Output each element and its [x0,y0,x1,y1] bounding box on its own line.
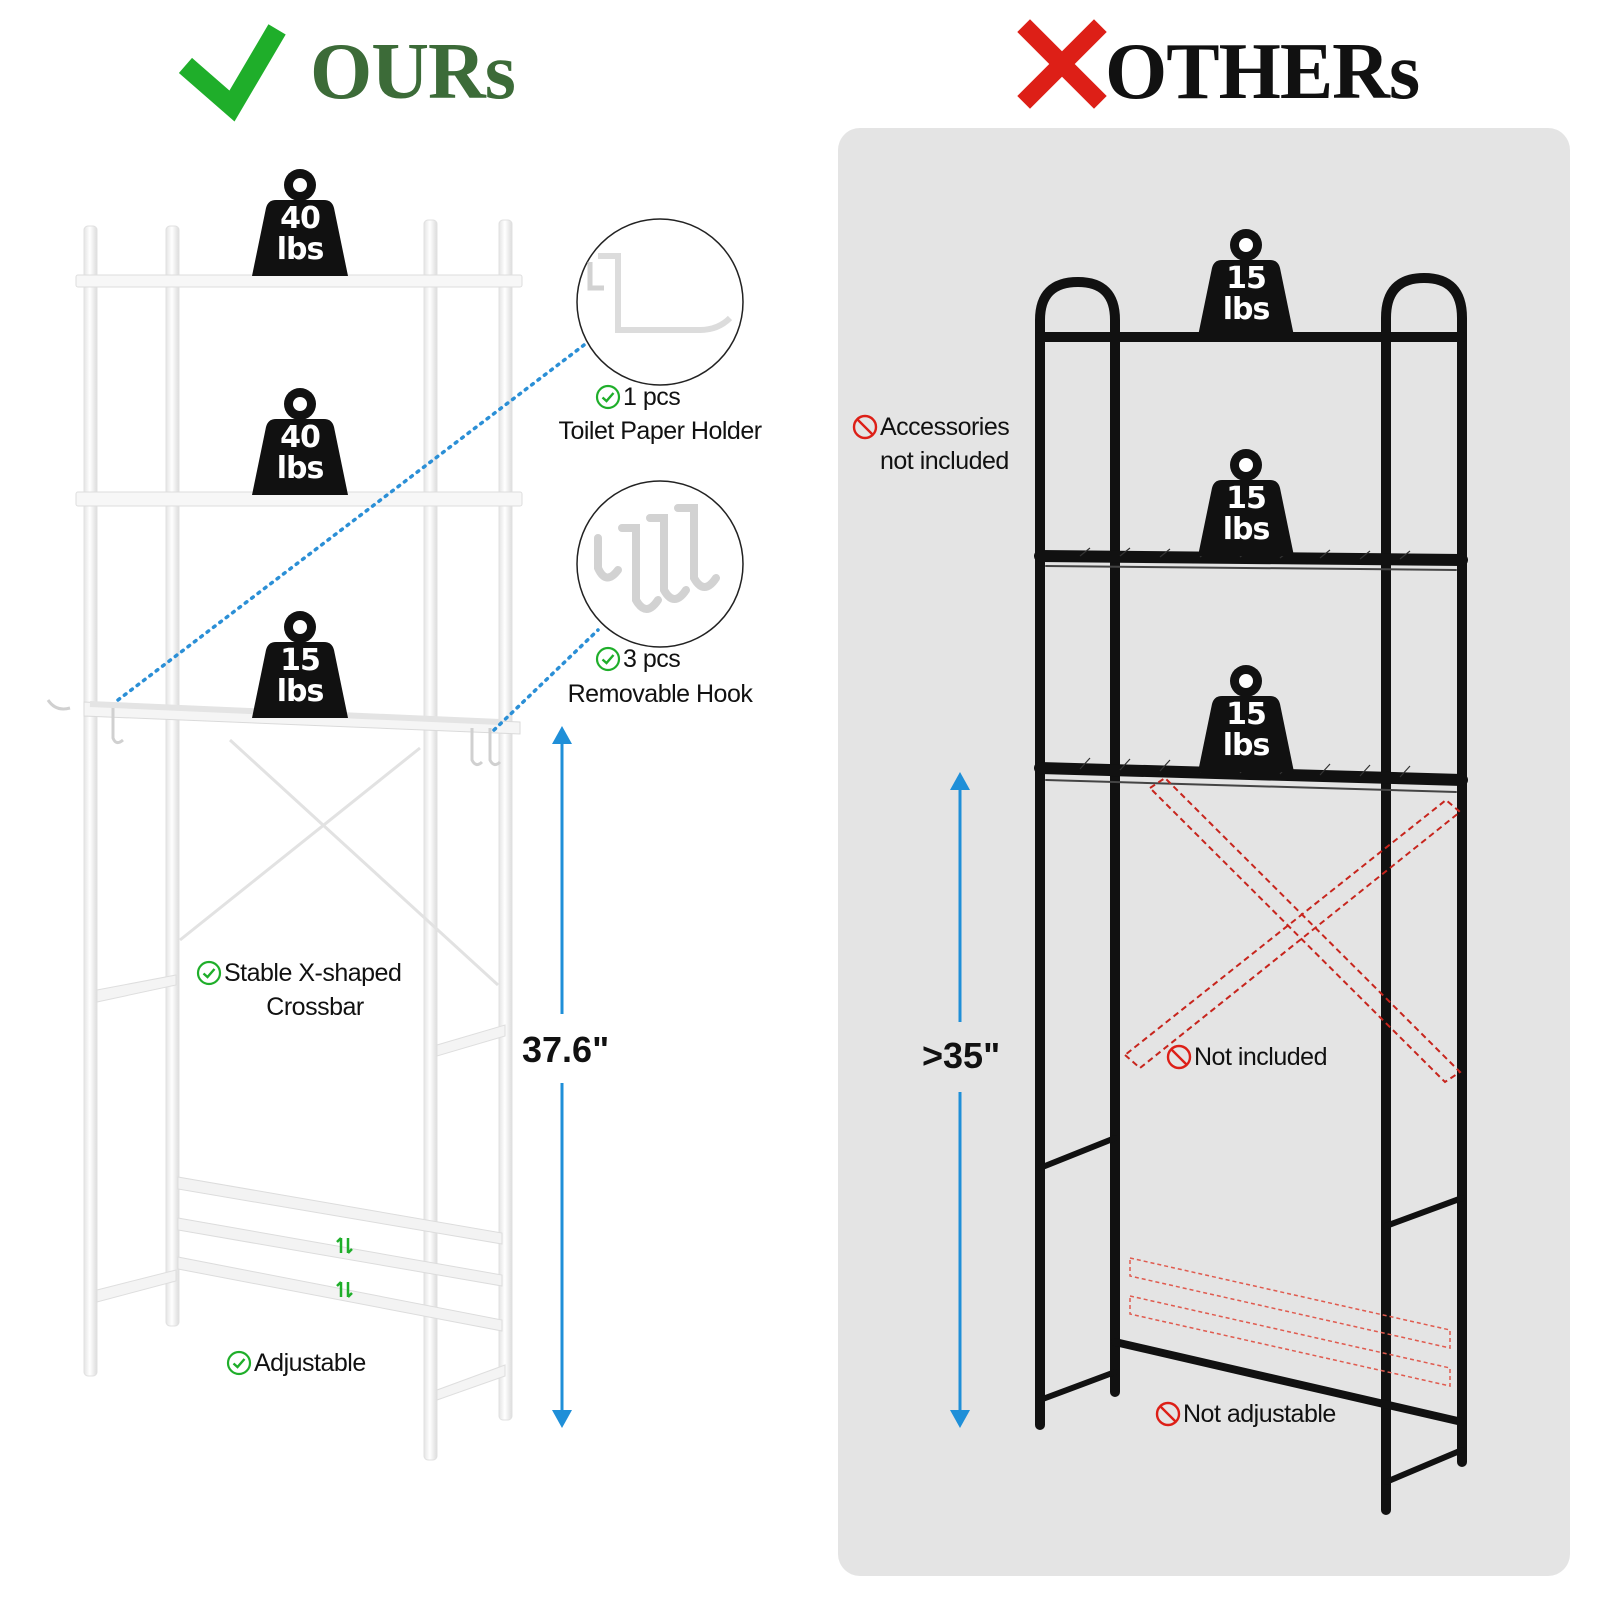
up-down-arrows-icon [336,1237,353,1298]
removable-hook-image [576,480,744,648]
ours-weight-badge-top: 40 lbs [252,168,348,281]
adjustable-label: Adjustable [226,1346,366,1380]
crossbar-label: Stable X-shaped [196,956,402,990]
weight-unit: lbs [276,232,325,267]
check-mark-icon [178,24,286,122]
weight-unit: lbs [276,451,325,486]
weight-value: 15 [280,643,321,678]
ours-height-arrow [552,726,572,1428]
others-height-label: >35" [922,1035,1001,1076]
weight-value: 40 [280,201,321,236]
missing-adjust-bars-outline [1129,1257,1451,1387]
weight-icon [1198,665,1294,772]
prohibited-icon [1155,1401,1181,1427]
others-heading: OTHERs [1105,28,1420,116]
prohibited-icon [1166,1044,1192,1070]
weight-icon [252,388,348,495]
check-circle-icon [595,646,621,672]
toilet-paper-holder-image [576,218,744,386]
check-circle-icon [595,384,621,410]
others-weight-badge-top: 15 lbs [1198,228,1294,341]
weight-value: 15 [1226,261,1267,296]
hook-qty-text: 3 pcs [623,645,681,673]
toilet-holder-name: Toilet Paper Holder [558,417,762,445]
weight-value: 15 [1226,481,1267,516]
weight-unit: lbs [1222,728,1271,763]
weight-icon [1198,449,1294,556]
accessories-line2: not included [880,447,1009,475]
missing-crossbar-outline [1123,776,1462,1084]
ours-height-label: 37.6" [522,1029,610,1070]
adjustable-text: Adjustable [254,1349,366,1377]
dotted-leader-lines [116,343,600,732]
check-circle-icon [196,960,222,986]
accessories-line1: Accessories [880,413,1010,441]
weight-unit: lbs [1222,292,1271,327]
toilet-holder-qty: 1 pcs [595,380,681,414]
not-adjustable-label: Not adjustable [1155,1397,1336,1431]
weight-value: 15 [1226,697,1267,732]
crossbar-not-included-text: Not included [1194,1043,1327,1071]
others-weight-badge-bottom: 15 lbs [1198,664,1294,777]
accessories-label: Accessories [852,410,1010,444]
crossbar-line1: Stable X-shaped [224,959,402,987]
not-adjustable-text: Not adjustable [1183,1400,1336,1428]
others-height-arrow [950,772,970,1428]
hook-qty: 3 pcs [595,642,681,676]
others-black-shelf [1034,272,1468,1515]
hook-name: Removable Hook [567,680,753,708]
weight-icon [1198,229,1294,336]
ours-weight-badge-bottom: 15 lbs [252,610,348,723]
ours-heading: OURs [310,28,516,116]
weight-icon [252,169,348,276]
others-weight-badge-middle: 15 lbs [1198,448,1294,561]
toilet-holder-qty-text: 1 pcs [623,383,681,411]
crossbar-line2: Crossbar [266,993,364,1021]
weight-icon [252,611,348,718]
crossbar-not-included: Not included [1166,1040,1327,1074]
weight-unit: lbs [276,674,325,709]
weight-value: 40 [280,420,321,455]
check-circle-icon [226,1350,252,1376]
weight-unit: lbs [1222,512,1271,547]
x-mark-icon [1017,19,1107,109]
ours-weight-badge-middle: 40 lbs [252,387,348,500]
prohibited-icon [852,414,878,440]
